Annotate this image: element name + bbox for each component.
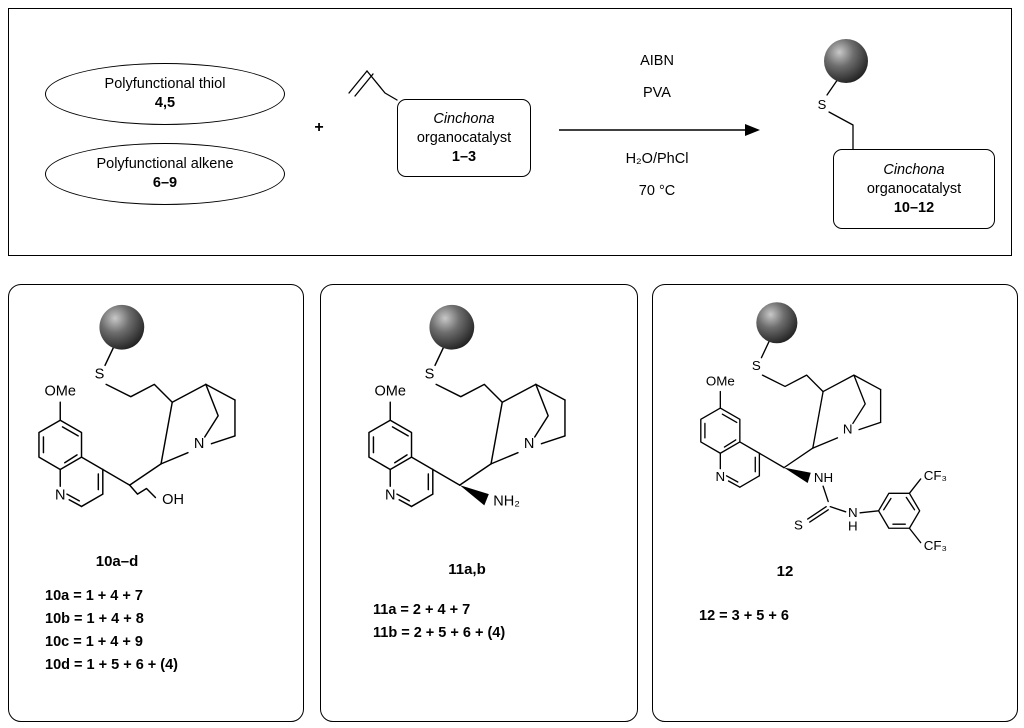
quinoline-n-label: N [716, 469, 726, 484]
cf3-bottom-label: CF₃ [924, 538, 947, 553]
reaction-scheme-panel: Polyfunctional thiol 4,5 Polyfunctional … [8, 8, 1012, 256]
polymer-bead [756, 302, 798, 344]
wedge-bond [459, 485, 489, 506]
panel-compound-10: S OMe N N OH 10a–d 10a = 1 + 4 + 7 10b =… [8, 284, 304, 722]
vinyl-group-svg [348, 70, 398, 101]
compound-equations: 10a = 1 + 4 + 7 10b = 1 + 4 + 8 10c = 1 … [45, 585, 178, 677]
quinuclidine-n-label: N [843, 422, 853, 437]
thiourea-h2-label: H [848, 518, 858, 533]
catalyst-name: Cinchona [433, 110, 495, 127]
equation-line: 12 = 3 + 5 + 6 [699, 608, 789, 624]
structure-10-svg: S OMe N N OH [38, 304, 236, 508]
quinuclidine-n-label: N [524, 436, 535, 452]
equation-line: 10b = 1 + 4 + 8 [45, 611, 144, 627]
thiol-ellipse: Polyfunctional thiol 4,5 [45, 63, 285, 125]
product-type: organocatalyst [866, 180, 962, 197]
methoxy-label: OMe [706, 373, 735, 388]
compound-equations: 11a = 2 + 4 + 7 11b = 2 + 5 + 6 + (4) [373, 599, 505, 645]
polymer-bead [99, 304, 145, 350]
polymer-bead [824, 39, 868, 83]
product-numbers: 10–12 [893, 199, 935, 216]
methoxy-label: OMe [374, 384, 406, 400]
alkene-label: Polyfunctional alkene [96, 156, 234, 172]
panel-compound-12: S OMe N N NH S N H CF₃ CF₃ 12 12 = 3 + 5… [652, 284, 1018, 722]
thiol-label: Polyfunctional thiol [104, 76, 226, 92]
product-structure-svg: S [818, 39, 868, 150]
wedge-bond [784, 467, 811, 484]
skeleton-bonds [368, 345, 566, 508]
sulfur-atom-label: S [95, 367, 105, 383]
polymer-bead [429, 304, 475, 350]
quinuclidine-n-label: N [194, 436, 205, 452]
reaction-arrow [559, 124, 760, 136]
product-linker-bonds [826, 78, 854, 150]
product-box: Cinchona organocatalyst 10–12 [833, 149, 995, 229]
sulfur-atom-label: S [818, 97, 827, 112]
amine-label: NH₂ [493, 493, 520, 509]
quinoline-n-label: N [55, 488, 66, 504]
vinyl-bonds [348, 70, 398, 101]
equation-line: 10d = 1 + 5 + 6 + (4) [45, 657, 178, 673]
thiol-numbers: 4,5 [154, 95, 176, 111]
skeleton-bonds [38, 345, 236, 508]
sulfur-atom-label: S [752, 358, 761, 373]
arrowhead [745, 124, 760, 136]
wavy-bond [128, 484, 157, 499]
skeleton-bonds [700, 339, 882, 488]
hydroxyl-label: OH [162, 492, 184, 508]
structure-12-svg: S OMe N N NH S N H CF₃ CF₃ [700, 302, 947, 553]
panel-title: 11a,b [448, 561, 486, 578]
panel-title: 12 [776, 563, 794, 580]
product-name: Cinchona [883, 161, 945, 178]
equation-line: 11b = 2 + 5 + 6 + (4) [373, 625, 506, 641]
compound-equations: 12 = 3 + 5 + 6 [699, 605, 789, 628]
catalyst-numbers: 1–3 [451, 148, 477, 165]
catalyst-type: organocatalyst [416, 129, 512, 146]
sulfur-atom-label: S [425, 367, 435, 383]
methoxy-label: OMe [44, 384, 76, 400]
quinoline-n-label: N [385, 488, 396, 504]
thiocarbonyl-s-label: S [794, 517, 803, 532]
thiourea-bonds [807, 478, 922, 544]
condition-pva: PVA [643, 85, 671, 101]
panel-compound-11: S OMe N N NH₂ 11a,b 11a = 2 + 4 + 7 11b … [320, 284, 638, 722]
panel-title: 10a–d [95, 553, 139, 570]
alkene-numbers: 6–9 [152, 175, 178, 191]
condition-temperature: 70 °C [638, 183, 676, 199]
alkene-ellipse: Polyfunctional alkene 6–9 [45, 143, 285, 205]
plus-sign: + [314, 119, 324, 136]
equation-line: 10a = 1 + 4 + 7 [45, 588, 143, 604]
structure-11-svg: S OMe N N NH₂ [368, 304, 566, 509]
thiourea-n2-label: N [848, 505, 858, 520]
condition-solvent: H₂O/PhCl [625, 151, 689, 167]
catalyst-box: Cinchona organocatalyst 1–3 [397, 99, 531, 177]
equation-line: 10c = 1 + 4 + 9 [45, 634, 143, 650]
cf3-top-label: CF₃ [924, 468, 947, 483]
equation-line: 11a = 2 + 4 + 7 [373, 602, 471, 618]
condition-aibn: AIBN [640, 53, 674, 69]
thiourea-nh1-label: NH [814, 470, 833, 485]
